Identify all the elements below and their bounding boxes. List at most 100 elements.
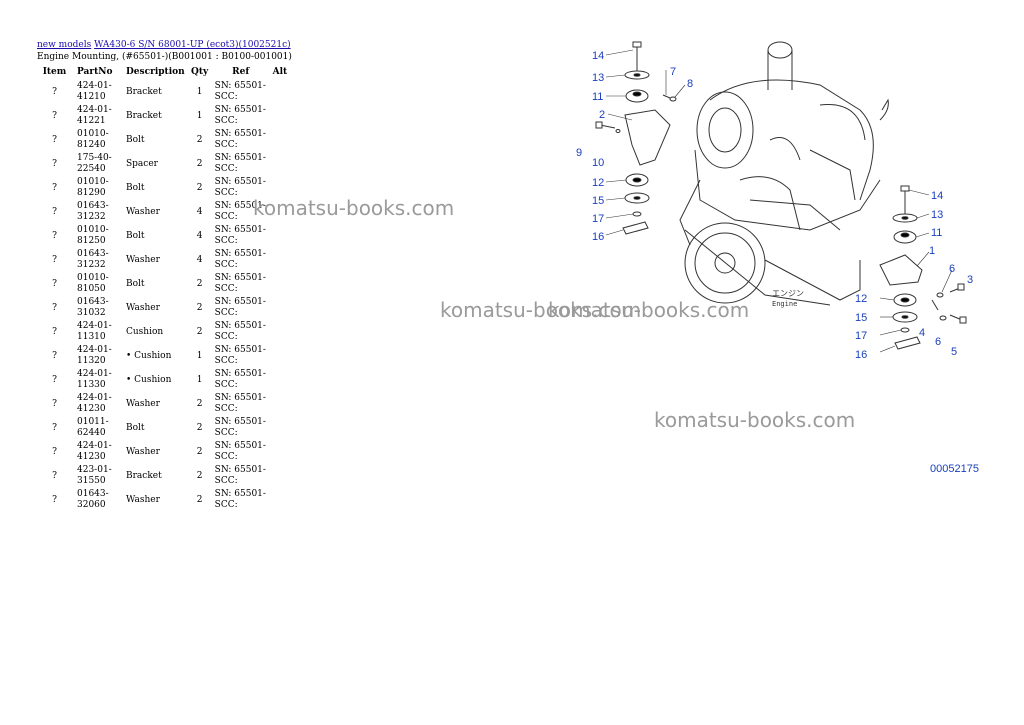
cell-description: Washer bbox=[126, 206, 160, 217]
cell-alt bbox=[270, 488, 291, 512]
cell-partno: 01010-81250 bbox=[77, 225, 109, 246]
cell-alt bbox=[270, 320, 291, 344]
cell-item: ? bbox=[52, 398, 57, 409]
callout-11-left: 11 bbox=[592, 91, 603, 103]
cell-alt bbox=[270, 296, 291, 320]
cell-item: ? bbox=[52, 326, 57, 337]
cell-qty: 4 bbox=[196, 206, 203, 217]
cell-description: Washer bbox=[126, 446, 160, 457]
cell-alt bbox=[270, 368, 291, 392]
cell-ref: SN: 65501- SCC: bbox=[214, 105, 266, 126]
cell-alt bbox=[270, 392, 291, 416]
cell-ref: SN: 65501- SCC: bbox=[214, 345, 266, 366]
callout-7: 7 bbox=[670, 66, 676, 78]
page-subtitle: Engine Mounting, (#65501-)(B001001 : B01… bbox=[37, 52, 292, 62]
callout-9: 9 bbox=[576, 147, 582, 159]
cell-item: ? bbox=[52, 446, 57, 457]
cell-alt bbox=[270, 440, 291, 464]
cell-description: Bolt bbox=[126, 422, 145, 433]
cell-description: Bracket bbox=[126, 110, 162, 121]
cell-qty: 2 bbox=[196, 302, 203, 313]
callout-12-right: 12 bbox=[855, 293, 867, 305]
cell-ref: SN: 65501- SCC: bbox=[214, 201, 266, 222]
breadcrumb: new models WA430-6 S/N 68001-UP (ecot3)(… bbox=[37, 40, 291, 50]
cell-partno: 175-40-22540 bbox=[77, 153, 112, 174]
callout-17-right: 17 bbox=[855, 330, 867, 342]
callout-15-left: 15 bbox=[592, 195, 604, 207]
figure-code: 00052175 bbox=[930, 463, 979, 475]
cell-ref: SN: 65501- SCC: bbox=[214, 249, 266, 270]
col-qty-header: Qty bbox=[191, 67, 209, 77]
engine-drawing bbox=[679, 41, 889, 306]
watermark: komatsu-books.com bbox=[440, 298, 642, 322]
leader-lines bbox=[605, 49, 953, 353]
cell-partno: 423-01-31550 bbox=[77, 465, 112, 486]
cell-partno: 01643-31232 bbox=[77, 201, 109, 222]
col-ref-header: Ref bbox=[232, 67, 250, 77]
table-header-row: Item PartNo Description Qty Ref Alt bbox=[35, 64, 290, 80]
left-mount-parts bbox=[595, 41, 677, 235]
cell-ref: SN: 65501- SCC: bbox=[214, 225, 266, 246]
callout-12-left: 12 bbox=[592, 177, 604, 189]
col-description-header: Description bbox=[126, 67, 185, 77]
cell-alt bbox=[270, 104, 291, 128]
callout-8: 8 bbox=[687, 78, 693, 90]
cell-qty: 1 bbox=[196, 86, 203, 97]
cell-description: Washer bbox=[126, 494, 160, 505]
cell-qty: 2 bbox=[196, 470, 203, 481]
cell-item: ? bbox=[52, 86, 57, 97]
callout-13-left: 13 bbox=[592, 72, 604, 84]
cell-partno: 01010-81240 bbox=[77, 129, 109, 150]
cell-alt bbox=[270, 80, 291, 104]
col-item-header: Item bbox=[42, 67, 67, 77]
cell-ref: SN: 65501- SCC: bbox=[214, 369, 266, 390]
cell-description: Bracket bbox=[126, 86, 162, 97]
cell-qty: 2 bbox=[196, 278, 203, 289]
cell-item: ? bbox=[52, 110, 57, 121]
cell-description: Washer bbox=[126, 398, 160, 409]
cell-item: ? bbox=[52, 302, 57, 313]
callout-6-upper: 6 bbox=[949, 263, 955, 275]
cell-qty: 2 bbox=[196, 326, 203, 337]
cell-qty: 2 bbox=[196, 182, 203, 193]
breadcrumb-link-new-models[interactable]: new models bbox=[37, 40, 92, 50]
callout-5: 5 bbox=[951, 346, 957, 358]
col-partno-header: PartNo bbox=[77, 67, 113, 77]
cell-qty: 4 bbox=[196, 230, 203, 241]
cell-partno: 424-01-11330 bbox=[77, 369, 112, 390]
cell-qty: 2 bbox=[196, 158, 203, 169]
callout-11-right: 11 bbox=[931, 227, 942, 239]
callout-16-left: 16 bbox=[592, 231, 604, 243]
cell-alt bbox=[270, 248, 291, 272]
col-alt-header: Alt bbox=[272, 67, 288, 77]
cell-alt bbox=[270, 344, 291, 368]
callout-13-right: 13 bbox=[931, 209, 943, 221]
cell-partno: 424-01-41210 bbox=[77, 81, 112, 102]
cell-item: ? bbox=[52, 470, 57, 481]
cell-qty: 2 bbox=[196, 446, 203, 457]
cell-ref: SN: 65501- SCC: bbox=[214, 441, 266, 462]
cell-partno: 424-01-11310 bbox=[77, 321, 112, 342]
cell-alt bbox=[270, 224, 291, 248]
cell-item: ? bbox=[52, 278, 57, 289]
cell-qty: 2 bbox=[196, 398, 203, 409]
cell-ref: SN: 65501- SCC: bbox=[214, 489, 266, 510]
callout-3: 3 bbox=[967, 274, 973, 286]
cell-partno: 01643-31032 bbox=[77, 297, 109, 318]
cell-description: Bolt bbox=[126, 278, 145, 289]
breadcrumb-link-model[interactable]: WA430-6 S/N 68001-UP (ecot3)(1002521c) bbox=[94, 40, 291, 50]
